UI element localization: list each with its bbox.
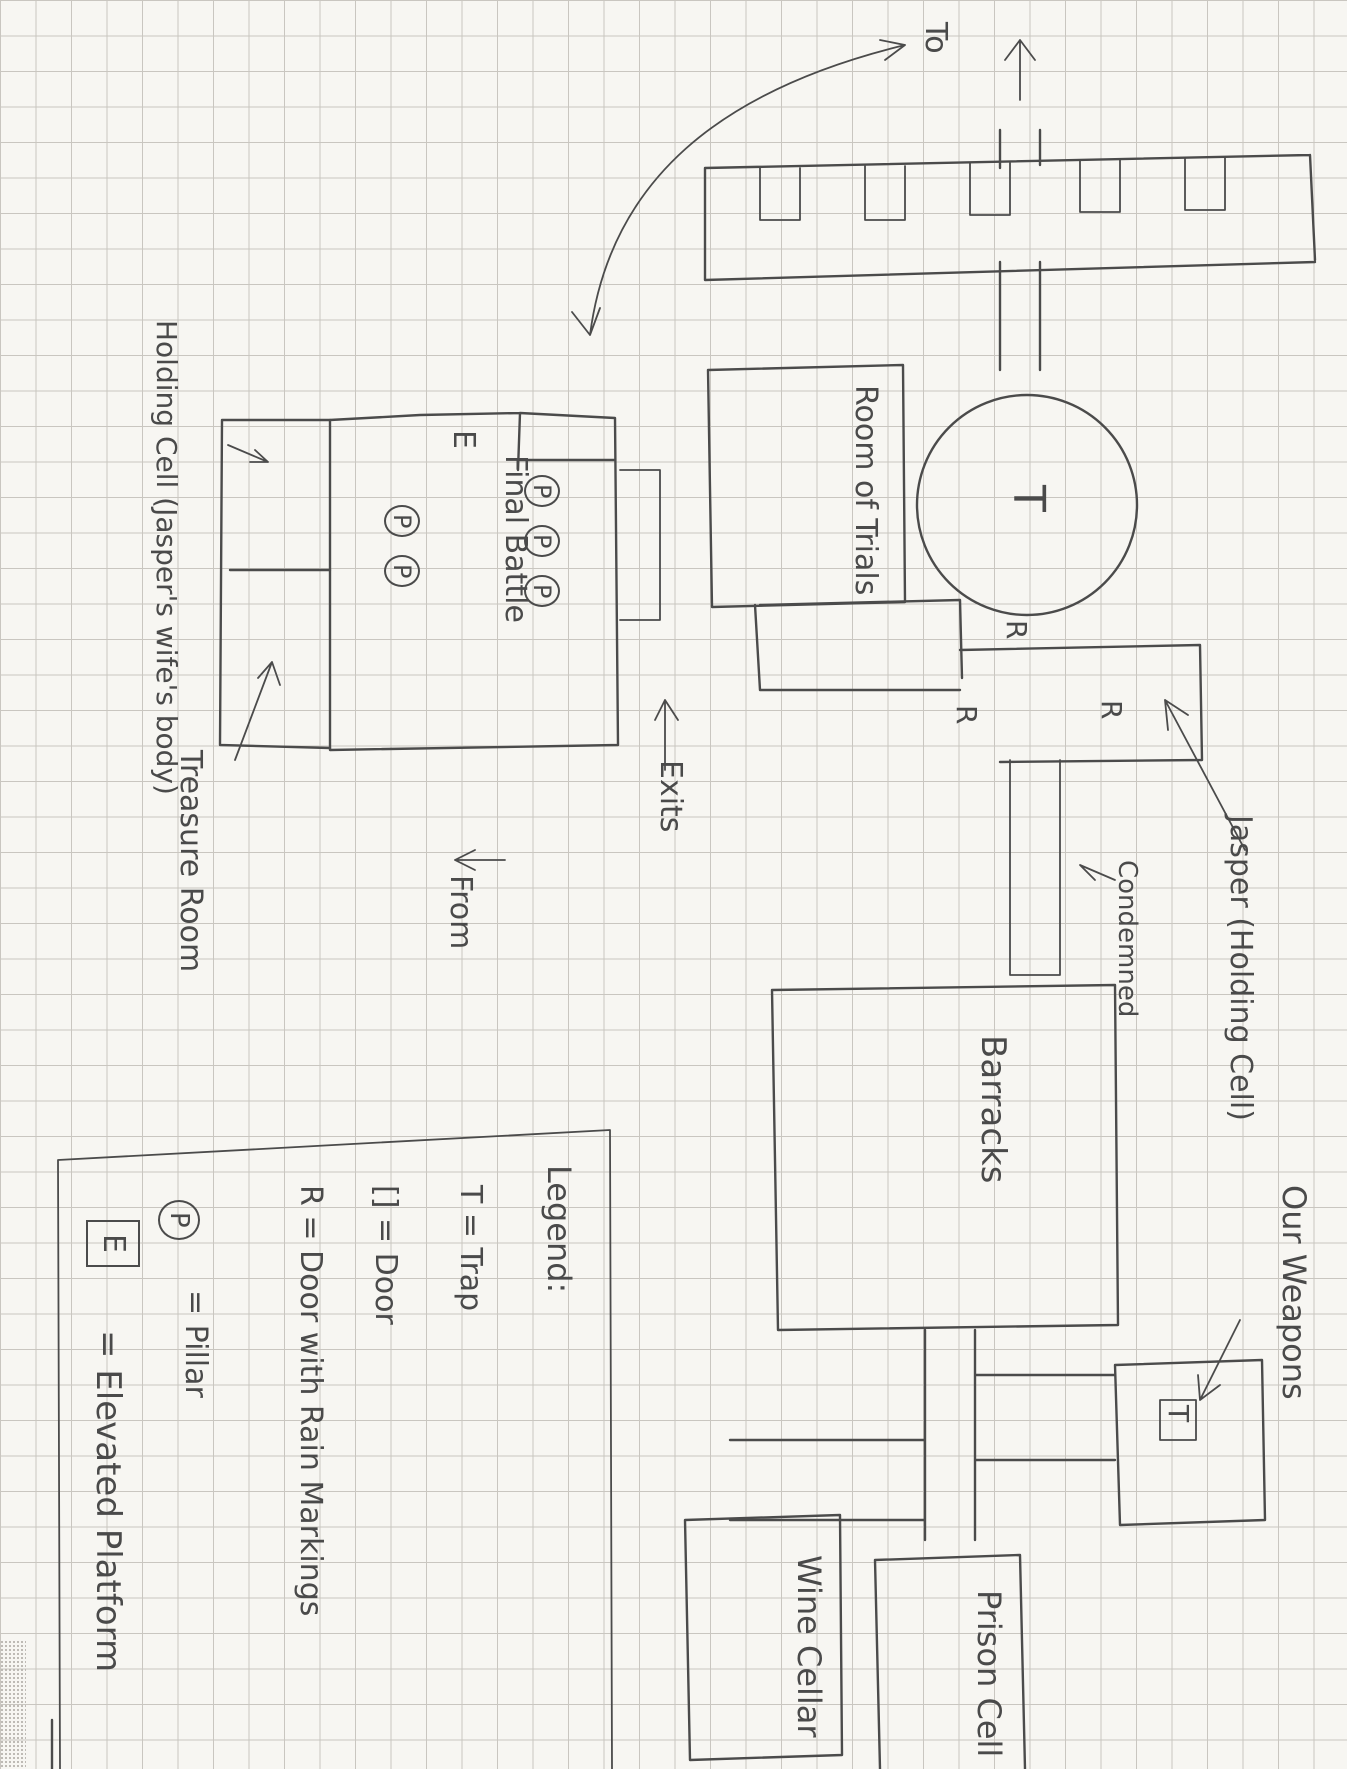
legend-door: [] = Door [368,1185,403,1325]
legend-elevated-symbol: E [86,1220,140,1267]
scan-stipple [0,1640,26,1769]
treasure-room-label: Treasure Room [173,750,208,973]
from-arrow [454,849,506,871]
weapons-box [1113,1358,1267,1527]
legend-elevated-platform: = Elevated Platform [88,1330,128,1673]
holding-arrow [227,444,269,463]
circle-room [915,393,1139,617]
jasper-arrow [1164,699,1246,851]
barracks-label: Barracks [973,1035,1013,1184]
rune-door-symbol-1: R [1000,620,1033,640]
holding-cell-label: Holding Cell (Jasper's wife's body) [150,320,183,795]
barracks-box [770,983,1120,1332]
wine-cellar-box [683,1513,844,1762]
rune-doors-block [753,598,1204,764]
prison-cell-box [873,1553,1027,1769]
from-label: From [443,875,478,950]
final-battle-hall [328,411,620,752]
weapons-trap-symbol: T [1162,1405,1195,1423]
legend-pillar-symbol: P [158,1200,200,1240]
exits-arrow [654,699,679,771]
wine-cellar-label: Wine Cellar [790,1555,828,1738]
legend-title: Legend: [540,1165,578,1294]
jasper-holding-cell-label: Jasper (Holding Cell) [1223,815,1258,1121]
our-weapons-label: Our Weapons [1275,1185,1313,1400]
condemned-label: Condemned [1112,860,1142,1018]
rune-door-symbol-3: R [1095,700,1128,720]
legend-box [57,1129,613,1769]
room-of-trials-label: Room of Trials [848,385,883,596]
treasure-arrow [234,661,281,761]
rune-door-symbol-2: R [950,705,983,725]
legend-pillar: = Pillar [178,1290,213,1398]
condemned-arrow [1079,864,1116,881]
circle-trap-symbol: T [1003,485,1054,512]
to-label: To [918,22,953,54]
legend-trap: T = Trap [453,1185,488,1312]
weapons-trap-box [1159,1399,1197,1441]
elevated-symbol: E [446,430,481,449]
prison-cell-label: Prison Cell [970,1590,1008,1758]
exits-label: Exits [653,760,688,833]
top-hall [703,128,1317,282]
to-arrow [1004,39,1036,101]
holding-cell-box [218,418,332,750]
curved-arrow [571,39,906,336]
north-corridor [998,260,1042,372]
legend-door-markings: R = Door with Rain Markings [293,1185,328,1617]
weapons-arrow [1197,1319,1241,1401]
